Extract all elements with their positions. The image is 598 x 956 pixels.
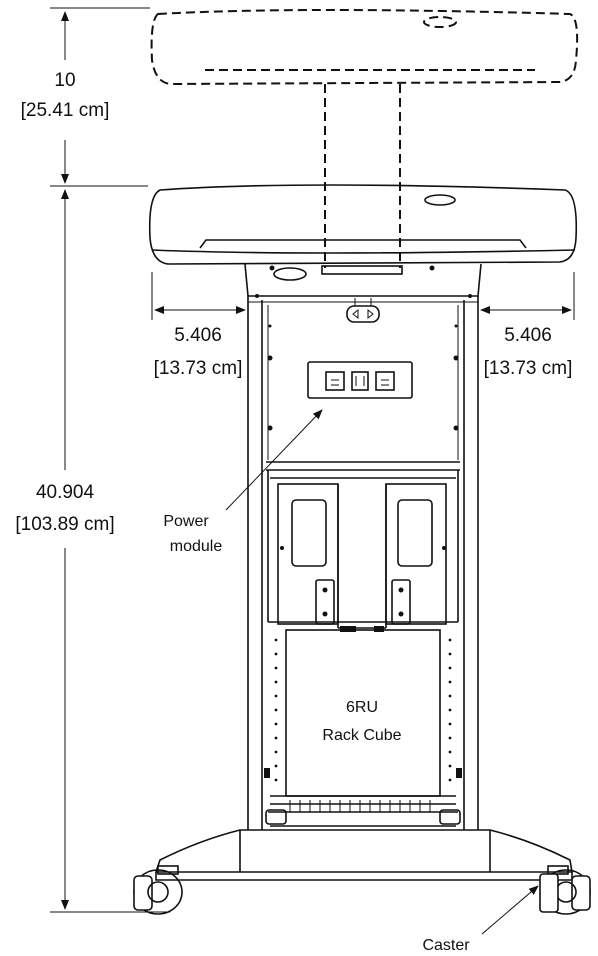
rack-label-line2: Rack Cube [322, 727, 401, 744]
height-dimension-metric: [103.89 cm] [15, 514, 114, 535]
left-offset-value: 5.406 [174, 325, 222, 346]
rack-label-line1: 6RU [346, 699, 378, 716]
right-offset-value: 5.406 [504, 325, 552, 346]
power-module-label-line2: module [170, 538, 223, 555]
caster-label: Caster [422, 937, 470, 954]
rack-cube [264, 629, 462, 827]
raise-dimension-metric: [25.41 cm] [21, 100, 110, 121]
left-offset-metric: [13.73 cm] [154, 358, 243, 379]
base [154, 829, 573, 881]
height-dimension-value: 40.904 [36, 482, 95, 503]
power-module-label-line1: Power [163, 513, 209, 530]
column-frame [247, 294, 479, 830]
dimension-lines [50, 7, 575, 935]
desktop-surface [148, 184, 578, 297]
rack-cage [266, 461, 460, 632]
caster-right [539, 865, 591, 915]
right-offset-metric: [13.73 cm] [484, 358, 573, 379]
raised-desktop-outline [150, 9, 579, 268]
caster-left [133, 865, 183, 915]
raise-dimension-value: 10 [54, 70, 75, 91]
power-module [307, 361, 413, 399]
